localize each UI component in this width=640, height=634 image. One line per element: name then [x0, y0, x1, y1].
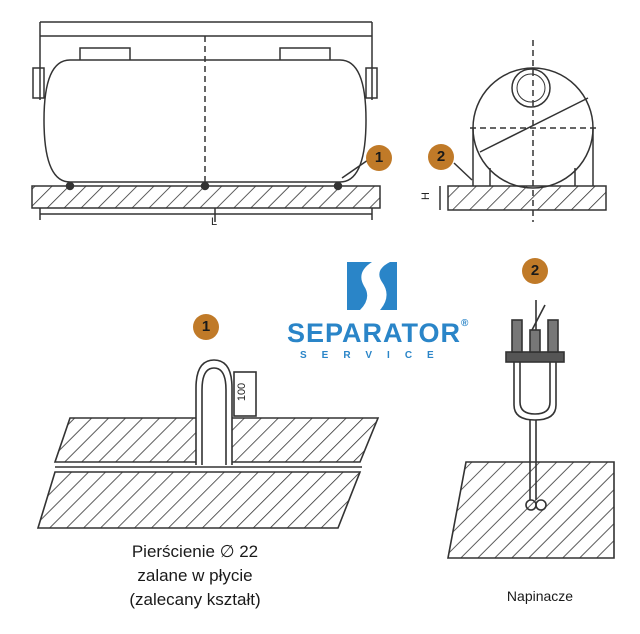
tensioners-caption: Napinacze	[506, 588, 574, 604]
tank-side-view	[31, 21, 381, 222]
tensioner-detail	[447, 300, 615, 559]
tank-end-view	[439, 40, 607, 222]
rings-caption-line3: (zalecany kształt)	[129, 590, 261, 609]
rings-caption-line1: Pierścienie ∅ 22	[131, 542, 259, 561]
marker-1-detail: 1	[193, 314, 219, 340]
dimension-ring-height: 100	[236, 382, 249, 402]
marker-2-detail: 2	[522, 258, 548, 284]
rings-caption-line2: zalane w płycie	[137, 566, 253, 585]
dimension-height: H	[419, 192, 432, 200]
ring-detail	[36, 359, 380, 529]
separator-logo-mark	[347, 262, 397, 310]
rings-caption: Pierścienie ∅ 22 zalane w płycie (zaleca…	[90, 540, 300, 612]
marker-2-top: 2	[428, 144, 454, 170]
marker-1-top: 1	[366, 145, 392, 171]
dimension-length: L	[211, 216, 218, 228]
logo-subtitle: SERVICE	[300, 350, 449, 361]
logo-wordmark: SEPARATOR®	[287, 318, 470, 348]
